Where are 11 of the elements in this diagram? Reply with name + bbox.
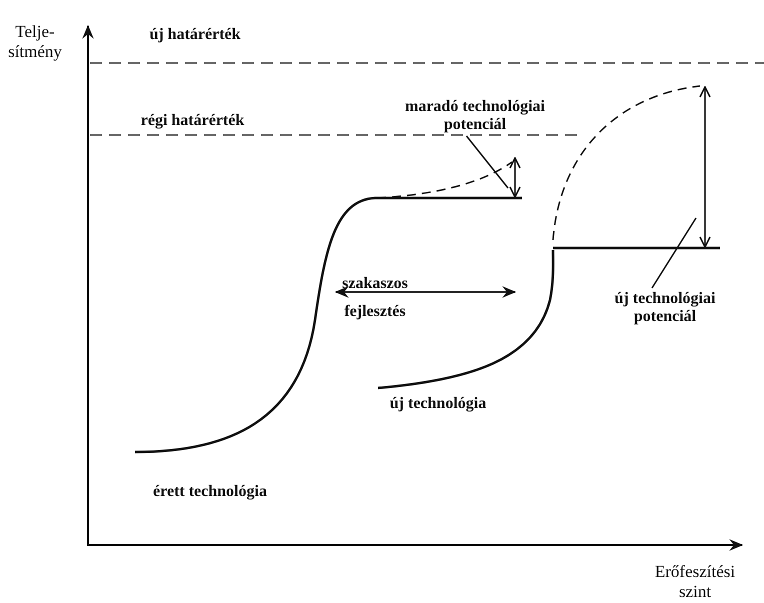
curve-label: érett technológia (152, 483, 268, 501)
limit-label: régi határérték (140, 112, 246, 130)
axis-label: Erőfeszítési szint (654, 562, 736, 602)
axis-label: Telje- sítmény (7, 22, 63, 62)
leader-line (651, 218, 697, 288)
callout-text: maradó technológiai potenciál (390, 98, 560, 134)
arrow-label: szakaszos fejlesztés (341, 274, 409, 322)
limit-label: új határérték (148, 26, 242, 44)
curve-label: új technológia (388, 395, 488, 413)
callout-text: új technológiai potenciál (600, 290, 730, 326)
leader-line (466, 136, 509, 188)
